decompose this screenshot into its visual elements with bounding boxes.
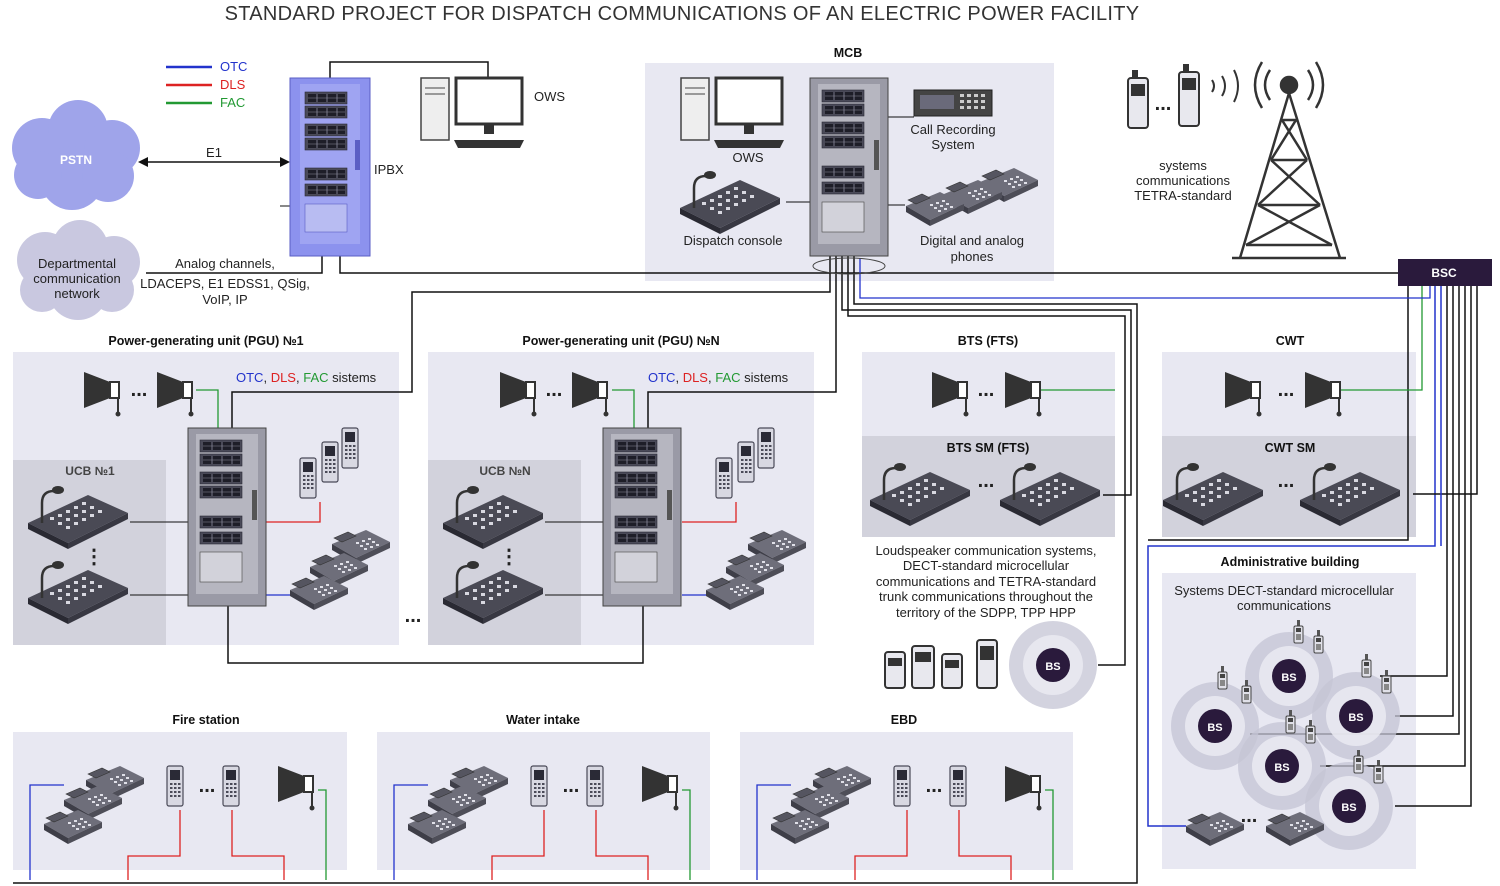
mcb-ows-workstation [680,76,784,148]
pgu-ellipsis: ... [405,605,422,627]
cwt-panel [1162,352,1416,436]
admin-desc-line2: communications [1237,598,1331,613]
admin-phone-dots: ... [1241,805,1258,827]
water-intake-title: Water intake [506,713,580,727]
water-intake-handset-2 [586,765,604,807]
legend: OTC DLS FAC [166,59,247,110]
tetra-handsets [1127,64,1200,129]
dept-network-line3: network [54,286,100,301]
bsc-label: BSC [1431,266,1457,280]
admin-title: Administrative building [1221,555,1360,569]
pgun-title: Power-generating unit (PGU) №N [522,334,719,348]
tetra-line2: communications [1136,173,1230,188]
ipbx-rack [289,77,371,257]
pgun-systems: OTC, DLS, FAC sistems [648,370,789,385]
fire-station-handset-2 [222,765,240,807]
pgun-rack [602,427,682,607]
dept-network-line2: communication [33,271,120,286]
ipbx-label: IPBX [374,162,404,177]
ucb1-label: UCB №1 [65,464,115,478]
bts-title: BTS (FTS) [958,334,1018,348]
call-recording-device [913,89,993,117]
loudspeaker-desc-4: trunk communications throughout the [879,589,1093,604]
mobile-devices [884,639,998,689]
mcb-ows-label: OWS [732,150,763,165]
ucbn-panel [428,460,581,645]
admin-bs-5-label: BS [1341,802,1356,814]
ebd-dots: ... [926,775,943,797]
admin-bs-4-label: BS [1274,762,1289,774]
mcb-title: MCB [834,46,862,60]
pgun-console-vdots: ⋮ [499,546,519,568]
loudspeaker-desc-2: DECT-standard microcellular [903,558,1070,573]
cwt-speaker-dots: ... [1278,379,1295,401]
page-title: STANDARD PROJECT FOR DISPATCH COMMUNICAT… [225,3,1140,25]
analog-line3: VoIP, IP [202,292,247,307]
water-intake-dots: ... [563,775,580,797]
ucb1-panel [13,460,166,645]
admin-bs-1-label: BS [1281,672,1296,684]
pgu1-systems: OTC, DLS, FAC sistems [236,370,377,385]
cwt-sm-title: CWT SM [1265,441,1316,455]
ebd-handset-2 [949,765,967,807]
legend-otc-label: OTC [220,59,247,74]
fire-station-handset-1 [166,765,184,807]
loudspeaker-desc-3: communications and TETRA-standard [876,574,1096,589]
call-recording-line1: Call Recording [910,122,995,137]
dispatch-console-label: Dispatch console [684,233,783,248]
fire-station-dots: ... [199,775,216,797]
call-recording-line2: System [931,137,974,152]
admin-bs-3-label: BS [1348,712,1363,724]
fire-station-title: Fire station [172,713,239,727]
tetra-line3: TETRA-standard [1134,188,1232,203]
loudspeaker-desc-5: territory of the SDPP, TPP HPP [896,605,1076,620]
cwt-console-dots: ... [1278,470,1295,492]
cwt-title: CWT [1276,334,1305,348]
tetra-dots: ... [1155,93,1172,115]
signal-waves [1211,69,1239,103]
bts-sm-title: BTS SM (FTS) [947,441,1030,455]
colored-lines [29,258,1431,880]
ows-workstation-top [420,76,524,148]
bsc-box [1398,259,1492,286]
legend-fac-label: FAC [220,95,245,110]
pgu1-console-vdots: ⋮ [84,546,104,568]
analog-line1: Analog channels, [175,256,275,271]
pstn-label: PSTN [60,153,92,167]
bts-speaker-dots: ... [978,379,995,401]
pgu1-speaker-dots: ... [131,379,148,401]
bts-console-dots: ... [978,470,995,492]
ebd-handset-1 [893,765,911,807]
phones-line2: phones [951,249,994,264]
departmental-network-cloud: Departmental communication network [17,220,140,320]
pgun-speaker-dots: ... [546,379,563,401]
mcb-rack [809,77,889,275]
legend-dls-label: DLS [220,77,246,92]
bs-main-label: BS [1045,661,1060,673]
phones-line1: Digital and analog [920,233,1024,248]
e1-link: E1 [138,145,290,167]
dept-network-line1: Departmental [38,256,116,271]
pgu1-title: Power-generating unit (PGU) №1 [108,334,303,348]
e1-label: E1 [206,145,222,160]
admin-bs-2-label: BS [1207,722,1222,734]
radio-tower-icon [1232,61,1346,260]
ebd-title: EBD [891,713,917,727]
loudspeaker-desc-1: Loudspeaker communication systems, [875,543,1096,558]
admin-desc-line1: Systems DECT-standard microcellular [1174,583,1394,598]
analog-line2: LDACEPS, E1 EDSS1, QSig, [140,276,310,291]
pgu1-rack [187,427,267,607]
trunk-lines [13,61,1478,884]
water-intake-handset-1 [530,765,548,807]
ucbn-label: UCB №N [479,464,530,478]
tetra-line1: systems [1159,158,1207,173]
bts-panel [862,352,1115,436]
pstn-cloud: PSTN [12,100,140,210]
ows-top-label: OWS [534,89,565,104]
